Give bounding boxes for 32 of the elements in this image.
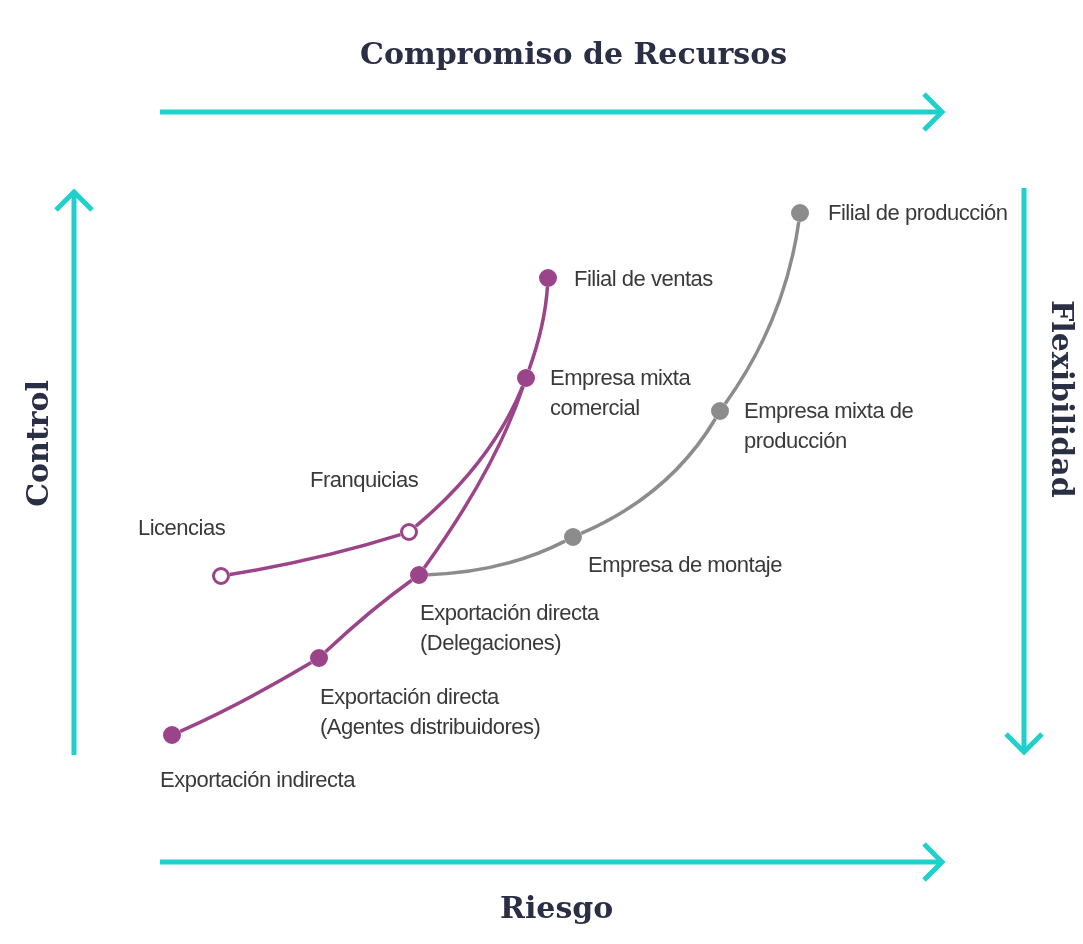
point-label: Empresa de montaje (588, 551, 783, 579)
point-marker (410, 566, 428, 584)
point-label: Franquicias (310, 466, 420, 494)
curve-line (527, 286, 550, 371)
point-marker (163, 726, 181, 744)
point-marker (791, 204, 809, 222)
open-point-marker (212, 567, 230, 585)
point-label: Licencias (138, 514, 227, 542)
point-label: Filial de ventas (574, 265, 714, 293)
point-marker (711, 402, 729, 420)
curve-line (427, 539, 566, 577)
point-label: Exportación directa (Delegaciones) (420, 599, 601, 657)
curve-line (179, 661, 313, 733)
point-label: Empresa mixta de producción (744, 397, 915, 455)
open-point-marker (400, 523, 418, 541)
curve-line (723, 221, 801, 405)
point-marker (539, 269, 557, 287)
curve-line (229, 533, 401, 577)
point-label: Exportación directa (Agentes distribuidores) (320, 683, 542, 741)
point-marker (310, 649, 328, 667)
axis-title: Flexibilidad (1045, 300, 1080, 498)
curve-line (422, 385, 525, 569)
curve-line (580, 417, 717, 535)
point-marker (564, 528, 582, 546)
axis-title: Control (20, 380, 55, 507)
point-label: Exportación indirecta (160, 766, 357, 794)
axis-title: Riesgo (500, 890, 614, 925)
point-marker (517, 369, 535, 387)
axis-title: Compromiso de Recursos (360, 36, 788, 71)
curve-line (324, 578, 413, 654)
point-label: Filial de producción (828, 199, 1008, 227)
point-label: Empresa mixta comercial (550, 364, 692, 422)
